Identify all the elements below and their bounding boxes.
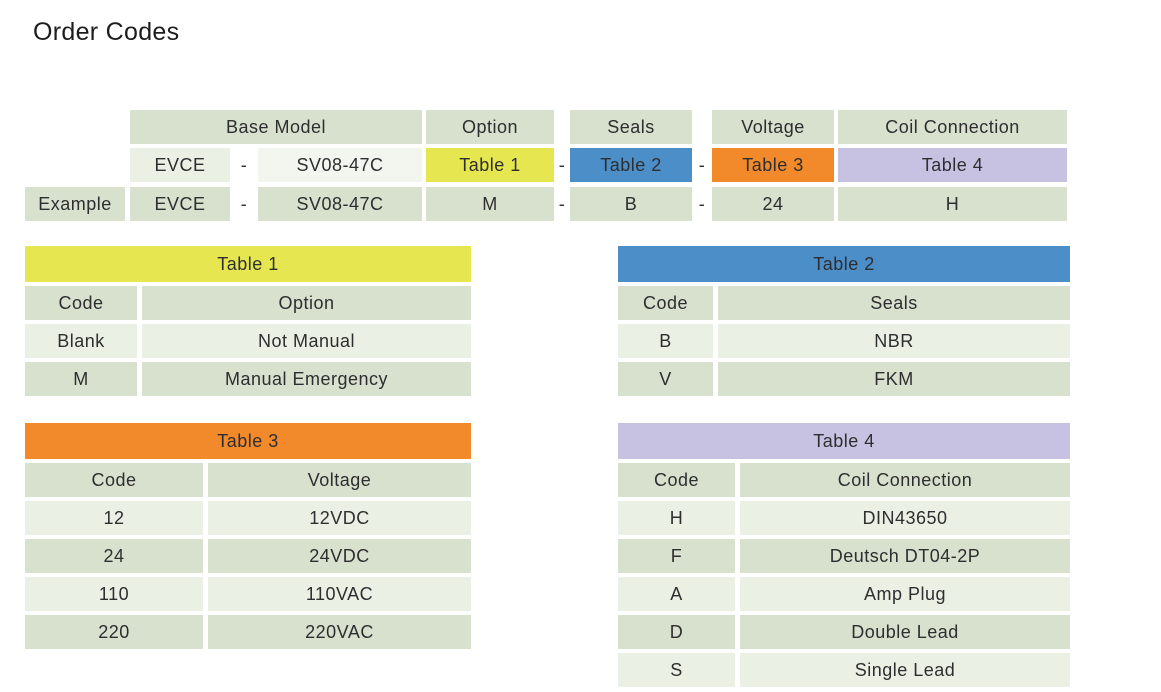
table-row: D Double Lead xyxy=(618,615,1070,649)
example-base-cell: SV08-47C xyxy=(258,187,422,221)
column-header: Option xyxy=(142,286,471,320)
table-row: Code Coil Connection xyxy=(618,463,1070,497)
table-row: 24 24VDC xyxy=(25,539,471,573)
value-cell: Manual Emergency xyxy=(142,362,471,396)
column-header: Code xyxy=(25,286,137,320)
code-cell: S xyxy=(618,653,735,687)
table-row: Blank Not Manual xyxy=(25,324,471,358)
table-row: M Manual Emergency xyxy=(25,362,471,396)
example-voltage-cell: 24 xyxy=(712,187,834,221)
code-cell: M xyxy=(25,362,137,396)
table-1: Table 1 Code Option Blank Not Manual M M… xyxy=(25,246,471,396)
header-option: Option xyxy=(426,110,554,144)
model-prefix-cell: EVCE xyxy=(130,148,230,182)
separator-dash: - xyxy=(240,154,248,175)
code-cell: H xyxy=(618,501,735,535)
code-cell: B xyxy=(618,324,713,358)
column-header: Code xyxy=(618,463,735,497)
column-header: Voltage xyxy=(208,463,471,497)
example-coil-cell: H xyxy=(838,187,1067,221)
table-row: 12 12VDC xyxy=(25,501,471,535)
value-cell: FKM xyxy=(718,362,1070,396)
header-voltage: Voltage xyxy=(712,110,834,144)
header-coil-connection: Coil Connection xyxy=(838,110,1067,144)
page-title: Order Codes xyxy=(33,18,180,46)
code-cell: F xyxy=(618,539,735,573)
code-cell: 12 xyxy=(25,501,203,535)
code-cell: D xyxy=(618,615,735,649)
table-2: Table 2 Code Seals B NBR V FKM xyxy=(618,246,1070,396)
separator-dash: - xyxy=(698,193,706,214)
table-row: Code Seals xyxy=(618,286,1070,320)
model-option-ref-cell: Table 1 xyxy=(426,148,554,182)
table-4-title: Table 4 xyxy=(618,423,1070,459)
code-cell: 24 xyxy=(25,539,203,573)
separator-dash: - xyxy=(240,193,248,214)
value-cell: 110VAC xyxy=(208,577,471,611)
column-header: Code xyxy=(618,286,713,320)
value-cell: 220VAC xyxy=(208,615,471,649)
model-coil-ref-cell: Table 4 xyxy=(838,148,1067,182)
table-row: H DIN43650 xyxy=(618,501,1070,535)
separator-dash: - xyxy=(558,193,566,214)
value-cell: Not Manual xyxy=(142,324,471,358)
model-base-cell: SV08-47C xyxy=(258,148,422,182)
value-cell: Double Lead xyxy=(740,615,1070,649)
table-row: Code Voltage xyxy=(25,463,471,497)
example-label: Example xyxy=(25,187,125,221)
model-seals-ref-cell: Table 2 xyxy=(570,148,692,182)
column-header: Seals xyxy=(718,286,1070,320)
column-header: Coil Connection xyxy=(740,463,1070,497)
value-cell: NBR xyxy=(718,324,1070,358)
table-row: 220 220VAC xyxy=(25,615,471,649)
separator-dash: - xyxy=(698,154,706,175)
table-2-title: Table 2 xyxy=(618,246,1070,282)
table-row: B NBR xyxy=(618,324,1070,358)
code-cell: 220 xyxy=(25,615,203,649)
table-row: 110 110VAC xyxy=(25,577,471,611)
value-cell: Deutsch DT04-2P xyxy=(740,539,1070,573)
header-base-model: Base Model xyxy=(130,110,422,144)
code-cell: 110 xyxy=(25,577,203,611)
header-seals: Seals xyxy=(570,110,692,144)
example-prefix-cell: EVCE xyxy=(130,187,230,221)
value-cell: Single Lead xyxy=(740,653,1070,687)
value-cell: 12VDC xyxy=(208,501,471,535)
value-cell: Amp Plug xyxy=(740,577,1070,611)
table-row: Code Option xyxy=(25,286,471,320)
table-3-title: Table 3 xyxy=(25,423,471,459)
code-cell: V xyxy=(618,362,713,396)
table-row: F Deutsch DT04-2P xyxy=(618,539,1070,573)
table-row: S Single Lead xyxy=(618,653,1070,687)
example-option-cell: M xyxy=(426,187,554,221)
table-row: A Amp Plug xyxy=(618,577,1070,611)
model-voltage-ref-cell: Table 3 xyxy=(712,148,834,182)
example-seals-cell: B xyxy=(570,187,692,221)
table-row: V FKM xyxy=(618,362,1070,396)
value-cell: 24VDC xyxy=(208,539,471,573)
code-cell: A xyxy=(618,577,735,611)
column-header: Code xyxy=(25,463,203,497)
code-cell: Blank xyxy=(25,324,137,358)
table-3: Table 3 Code Voltage 12 12VDC 24 24VDC 1… xyxy=(25,423,471,649)
table-1-title: Table 1 xyxy=(25,246,471,282)
value-cell: DIN43650 xyxy=(740,501,1070,535)
table-4: Table 4 Code Coil Connection H DIN43650 … xyxy=(618,423,1070,687)
separator-dash: - xyxy=(558,154,566,175)
